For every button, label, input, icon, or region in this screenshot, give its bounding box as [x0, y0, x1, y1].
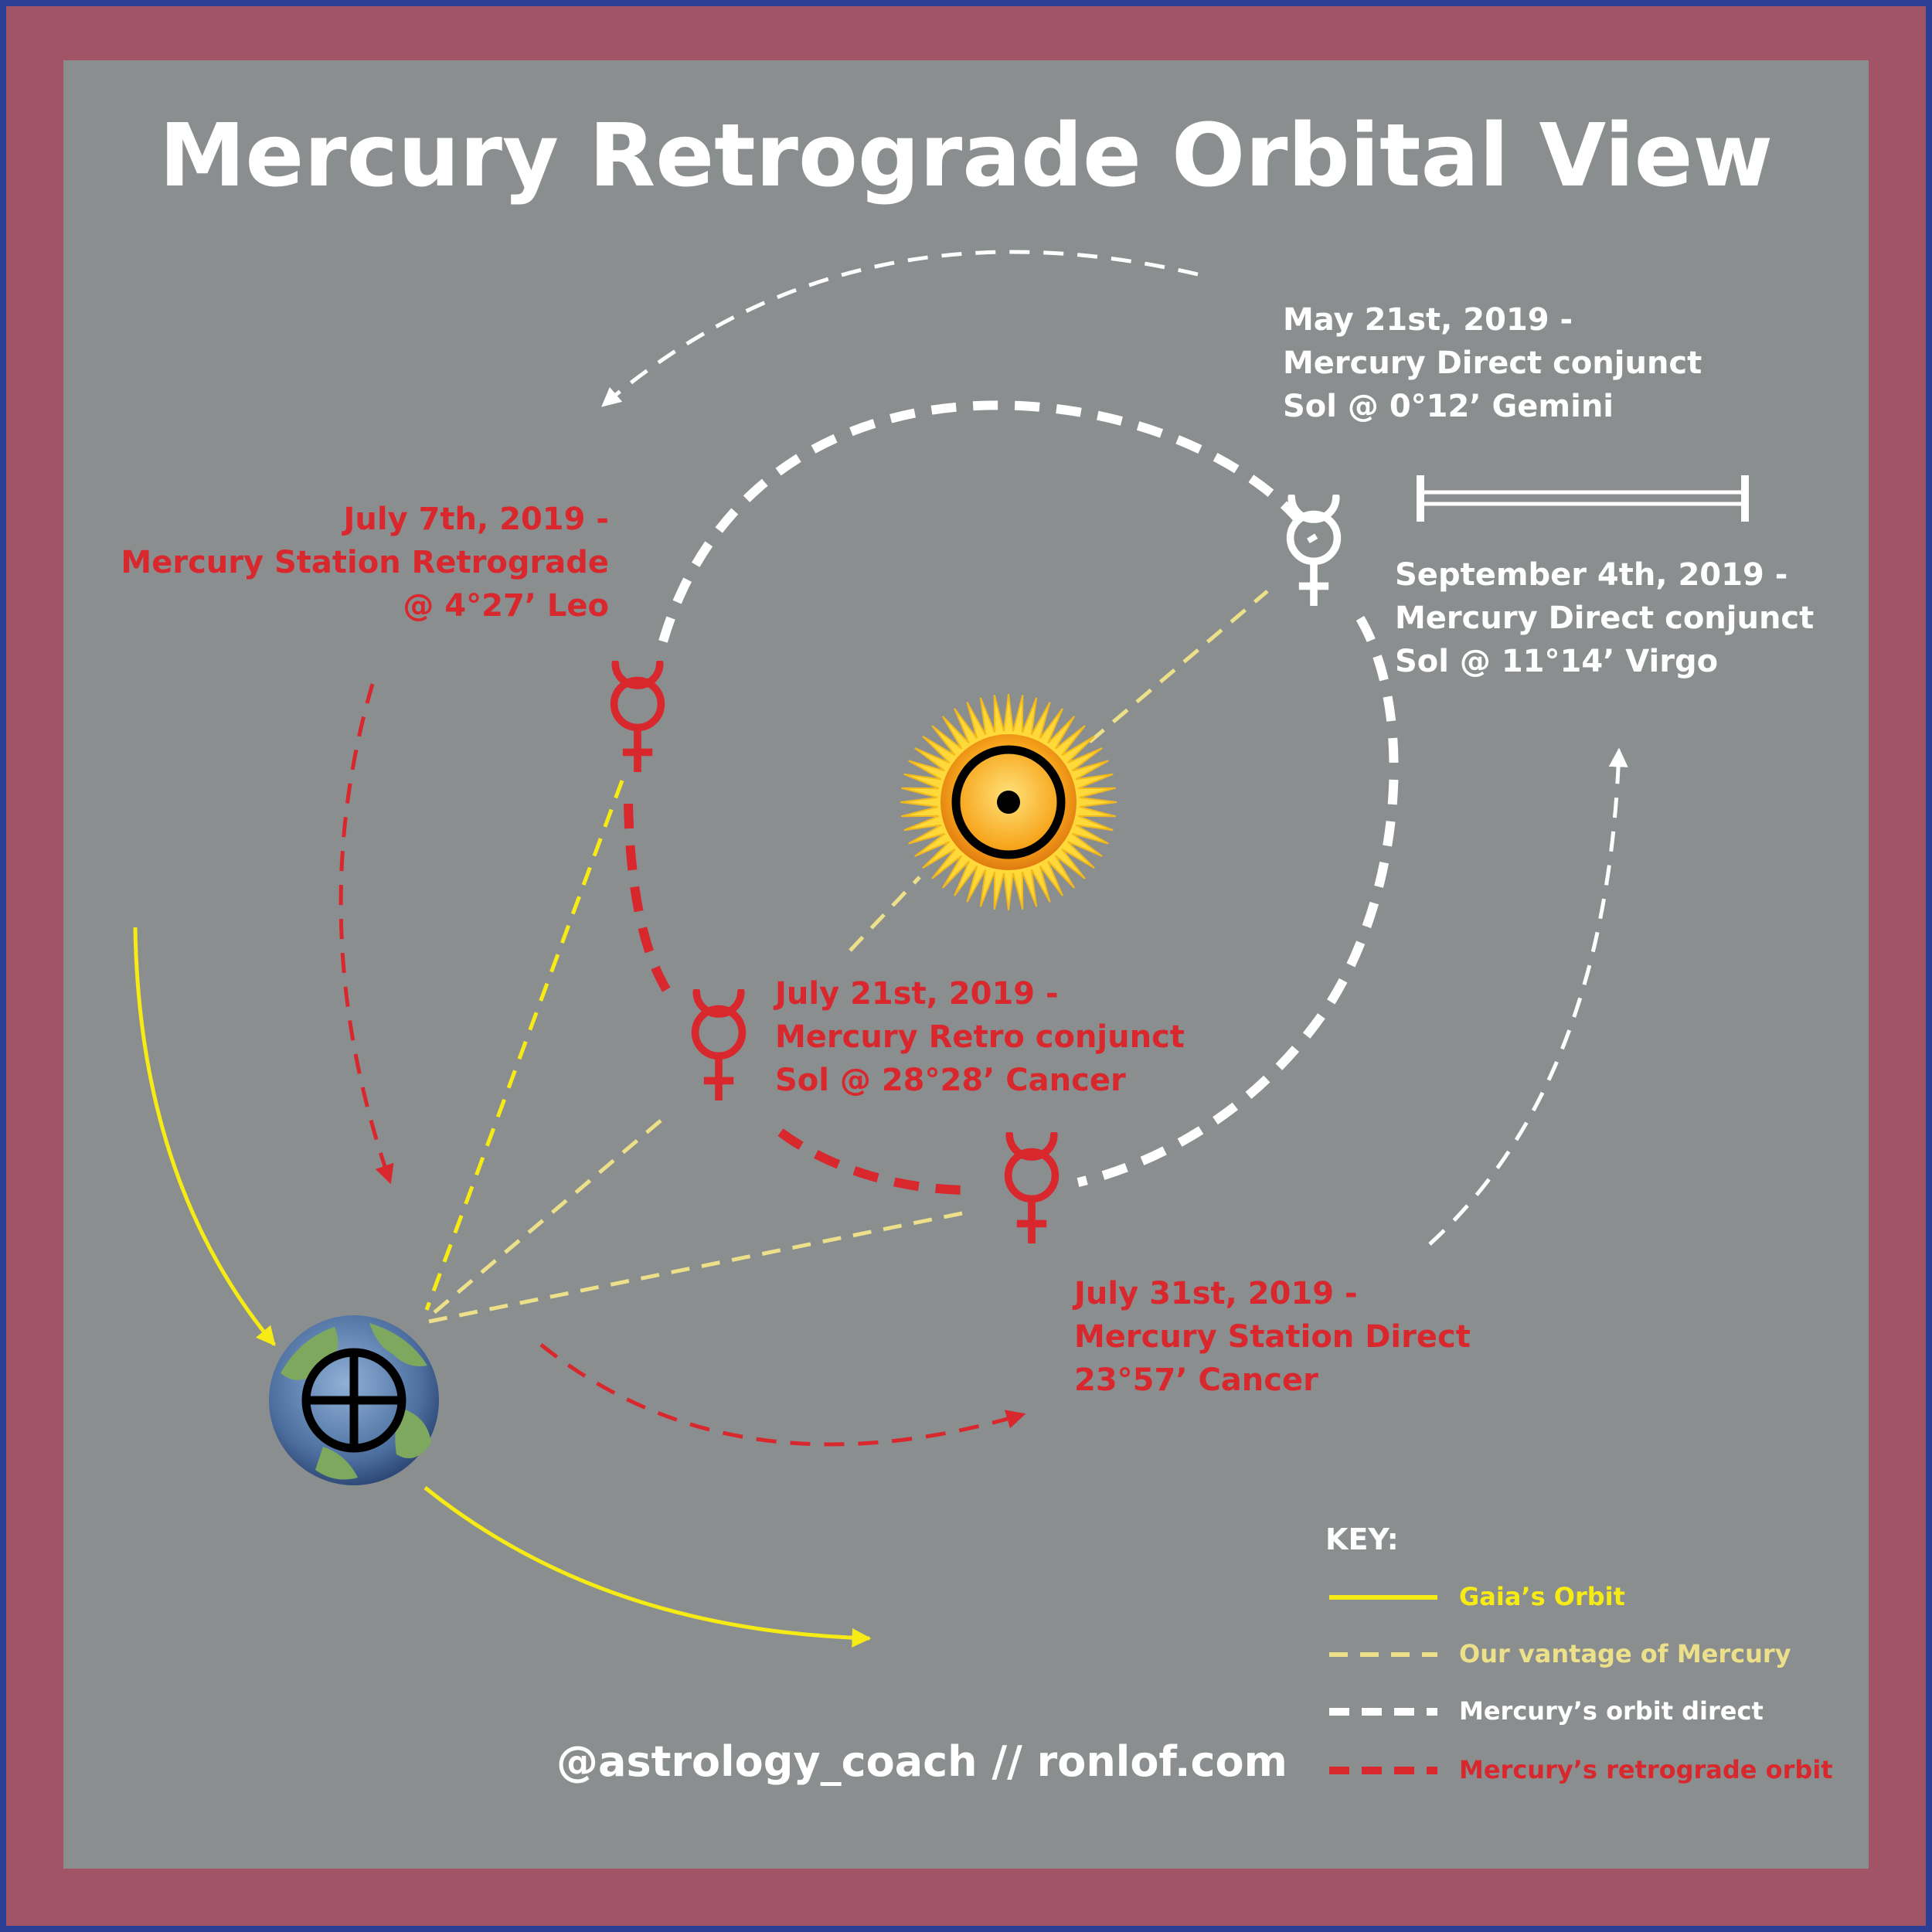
annotation-jul7-line1: July 7th, 2019 - [342, 502, 609, 537]
sun-glyph-icon [900, 693, 1117, 911]
mercury-orbit-direct [658, 400, 1399, 1187]
vantage-line-retro-conjunct [431, 1119, 662, 1315]
annotation-jul7: July 7th, 2019 - Mercury Station Retrogr… [121, 502, 609, 624]
legend-heading: KEY: [1325, 1522, 1399, 1556]
mercury-orbit-retro-upper [624, 803, 673, 996]
annotation-may21-line1: May 21st, 2019 - [1283, 302, 1573, 338]
legend: KEY: Gaia’s Orbit Our vantage of Mercury… [1325, 1522, 1833, 1784]
credit-text: @astrology_coach // ronlof.com [556, 1737, 1287, 1786]
annotation-may21-line2: Mercury Direct conjunct [1283, 345, 1702, 381]
annotation-jul7-line2: Mercury Station Retrograde [121, 545, 609, 580]
annotation-may21: May 21st, 2019 - Mercury Direct conjunct… [1283, 302, 1702, 424]
mercury-orbit-retro-lower [777, 1128, 971, 1195]
vantage-line-station-retro [424, 780, 624, 1311]
retro-arrow-left [338, 683, 394, 1185]
annotation-may21-line3: Sol @ 0°12’ Gemini [1283, 389, 1614, 424]
vantage-line-sun-lower [849, 876, 921, 952]
annotation-sep4: September 4th, 2019 - Mercury Direct con… [1395, 557, 1814, 679]
vantage-line-sun-upper [1088, 590, 1269, 743]
panel [63, 60, 1869, 1869]
annotation-sep4-line1: September 4th, 2019 - [1395, 557, 1787, 593]
outer-direct-arrow-top [601, 250, 1199, 407]
annotation-sep4-line2: Mercury Direct conjunct [1395, 600, 1814, 636]
legend-label-vantage: Our vantage of Mercury [1459, 1639, 1791, 1668]
page-title: Mercury Retrograde Orbital View [159, 106, 1773, 206]
legend-label-gaia: Gaia’s Orbit [1459, 1582, 1625, 1611]
annotation-jul7-line3: @ 4°27’ Leo [403, 588, 609, 624]
annotation-jul31: July 31st, 2019 - Mercury Station Direct… [1072, 1276, 1471, 1398]
annotation-jul31-line1: July 31st, 2019 - [1072, 1276, 1358, 1311]
annotation-jul21-line1: July 21st, 2019 - [773, 976, 1059, 1012]
gaia-orbit-outgoing [423, 1486, 872, 1648]
annotation-jul31-line3: 23°57’ Cancer [1074, 1362, 1318, 1398]
distance-scale-bar [1417, 475, 1749, 522]
outer-direct-arrow-right [1428, 747, 1628, 1246]
gaia-orbit-incoming [133, 927, 276, 1346]
retro-arrow-bottom [539, 1343, 1026, 1447]
annotation-jul21-line3: Sol @ 28°28’ Cancer [775, 1063, 1126, 1098]
annotation-jul31-line2: Mercury Station Direct [1074, 1319, 1471, 1355]
annotation-sep4-line3: Sol @ 11°14’ Virgo [1395, 644, 1718, 679]
earth-glyph-icon [269, 1315, 439, 1485]
annotation-jul21-line2: Mercury Retro conjunct [775, 1019, 1185, 1055]
legend-label-retro: Mercury’s retrograde orbit [1459, 1755, 1833, 1784]
annotation-jul21: July 21st, 2019 - Mercury Retro conjunct… [773, 976, 1185, 1098]
legend-label-direct: Mercury’s orbit direct [1459, 1696, 1764, 1726]
